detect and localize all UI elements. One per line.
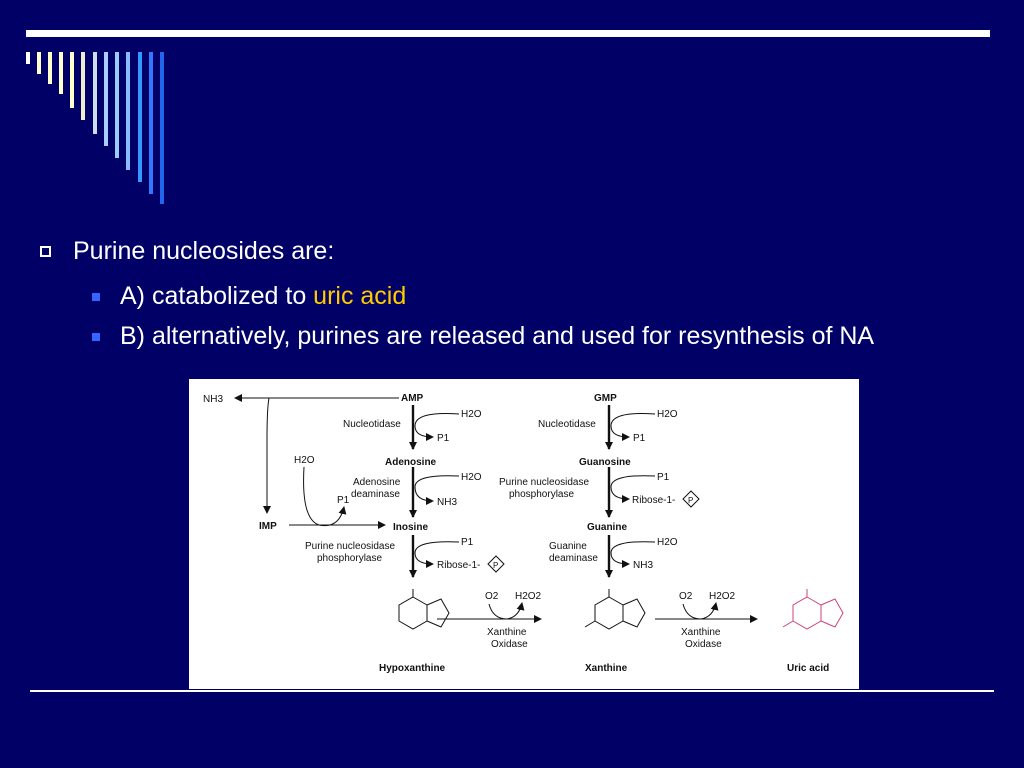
stripe <box>93 52 97 134</box>
pi-label: P1 <box>437 433 450 444</box>
stripe <box>115 52 119 158</box>
pi-label: P1 <box>461 537 474 548</box>
phosphate-label: P <box>688 496 693 505</box>
stripe <box>70 52 74 108</box>
phosphate-label: P <box>493 561 498 570</box>
amp-label: AMP <box>401 393 424 404</box>
stripe <box>149 52 153 194</box>
xo-right-label-2: Oxidase <box>685 639 722 650</box>
sub-bullet-resynthesis: B) alternatively, purines are released a… <box>92 322 874 351</box>
xo-right-label-1: Xanthine <box>681 627 721 638</box>
pnp-left-label-2: phosphorylase <box>317 553 382 564</box>
xo-left-label-1: Xanthine <box>487 627 527 638</box>
curve-nucleotidase-left <box>414 413 460 441</box>
h2o-label: H2O <box>657 537 678 548</box>
phosphate-diamond <box>487 555 505 573</box>
stripe <box>37 52 41 74</box>
xanthine-structure <box>584 589 646 630</box>
curve-pnp-left <box>414 541 460 568</box>
xo-left-label-2: Oxidase <box>491 639 528 650</box>
sub-bullet-prefix: A) catabolized to <box>120 282 314 310</box>
square-bullet-icon <box>92 292 100 301</box>
o2-label: O2 <box>485 591 499 602</box>
hollow-square-bullet-icon <box>40 246 51 257</box>
purine-catabolism-diagram: AMP GMP NH3 IMP Adenosine Guanosine Inos… <box>189 379 859 689</box>
uric-acid-structure <box>782 589 844 630</box>
guanine-deaminase-label-2: deaminase <box>549 553 598 564</box>
bullet-purine-nucleosides: Purine nucleosides are: <box>40 237 334 266</box>
hypoxanthine-label: Hypoxanthine <box>379 663 446 674</box>
curve-pnp-right <box>610 475 656 503</box>
h2o-label: H2O <box>294 455 315 466</box>
stripe <box>48 52 52 84</box>
nh3-label: NH3 <box>437 497 457 508</box>
uric-acid-label: Uric acid <box>787 663 829 674</box>
h2o-label: H2O <box>657 409 678 420</box>
sub-bullet-text: A) catabolized to uric acid <box>120 282 406 311</box>
stripe <box>104 52 108 146</box>
pi-label: P1 <box>337 495 350 506</box>
stripe <box>59 52 63 94</box>
xanthine-label: Xanthine <box>585 663 628 674</box>
sub-bullet-text: B) alternatively, purines are released a… <box>120 322 875 350</box>
pnp-right-label-2: phosphorylase <box>509 489 574 500</box>
arrow-h2o-pi <box>303 466 347 527</box>
imp-label: IMP <box>259 521 277 532</box>
h2o2-label: H2O2 <box>515 591 542 602</box>
o2-label: O2 <box>679 591 693 602</box>
stripe <box>81 52 85 120</box>
curve-guanine-deaminase <box>610 541 656 568</box>
bullet-text: Purine nucleosides are: <box>73 237 335 265</box>
pi-label: P1 <box>633 433 646 444</box>
h2o-label: H2O <box>461 409 482 420</box>
nucleotidase-left-label: Nucleotidase <box>343 419 401 430</box>
arrow-amp-imp <box>263 397 271 514</box>
title-rule <box>26 30 990 37</box>
curve-adenosine-deaminase <box>414 475 460 505</box>
curve-xo-right <box>682 602 719 620</box>
phosphate-diamond <box>682 490 700 508</box>
h2o2-label: H2O2 <box>709 591 736 602</box>
gmp-label: GMP <box>594 393 617 404</box>
adenosine-deaminase-label-2: deaminase <box>351 489 400 500</box>
h2o-label: H2O <box>461 472 482 483</box>
hypoxanthine-structure <box>398 589 450 630</box>
pnp-left-label-1: Purine nucleosidase <box>305 541 395 552</box>
nucleotidase-right-label: Nucleotidase <box>538 419 596 430</box>
uric-acid-highlight: uric acid <box>313 282 407 310</box>
guanosine-label: Guanosine <box>579 457 631 468</box>
decorative-stripes <box>26 52 164 204</box>
sub-bullet-catabolized: A) catabolized to uric acid <box>92 282 406 311</box>
inosine-label: Inosine <box>393 522 428 533</box>
square-bullet-icon <box>92 332 100 341</box>
adenosine-deaminase-label-1: Adenosine <box>353 477 401 488</box>
pi-label: P1 <box>657 472 670 483</box>
stripe <box>26 52 30 64</box>
pathway-svg: AMP GMP NH3 IMP Adenosine Guanosine Inos… <box>203 393 844 674</box>
stripe <box>126 52 130 170</box>
ribose-label: Ribose-1- <box>437 560 480 571</box>
nh3-label: NH3 <box>633 560 653 571</box>
guanine-deaminase-label-1: Guanine <box>549 541 587 552</box>
guanine-label: Guanine <box>587 522 627 533</box>
ribose-label: Ribose-1- <box>632 495 675 506</box>
nh3-label: NH3 <box>203 394 223 405</box>
stripe <box>160 52 164 204</box>
footer-rule <box>30 690 994 692</box>
pnp-right-label-1: Purine nucleosidase <box>499 477 589 488</box>
curve-xo-left <box>488 602 525 620</box>
stripe <box>138 52 142 182</box>
curve-nucleotidase-right <box>610 413 656 441</box>
adenosine-label: Adenosine <box>385 457 437 468</box>
